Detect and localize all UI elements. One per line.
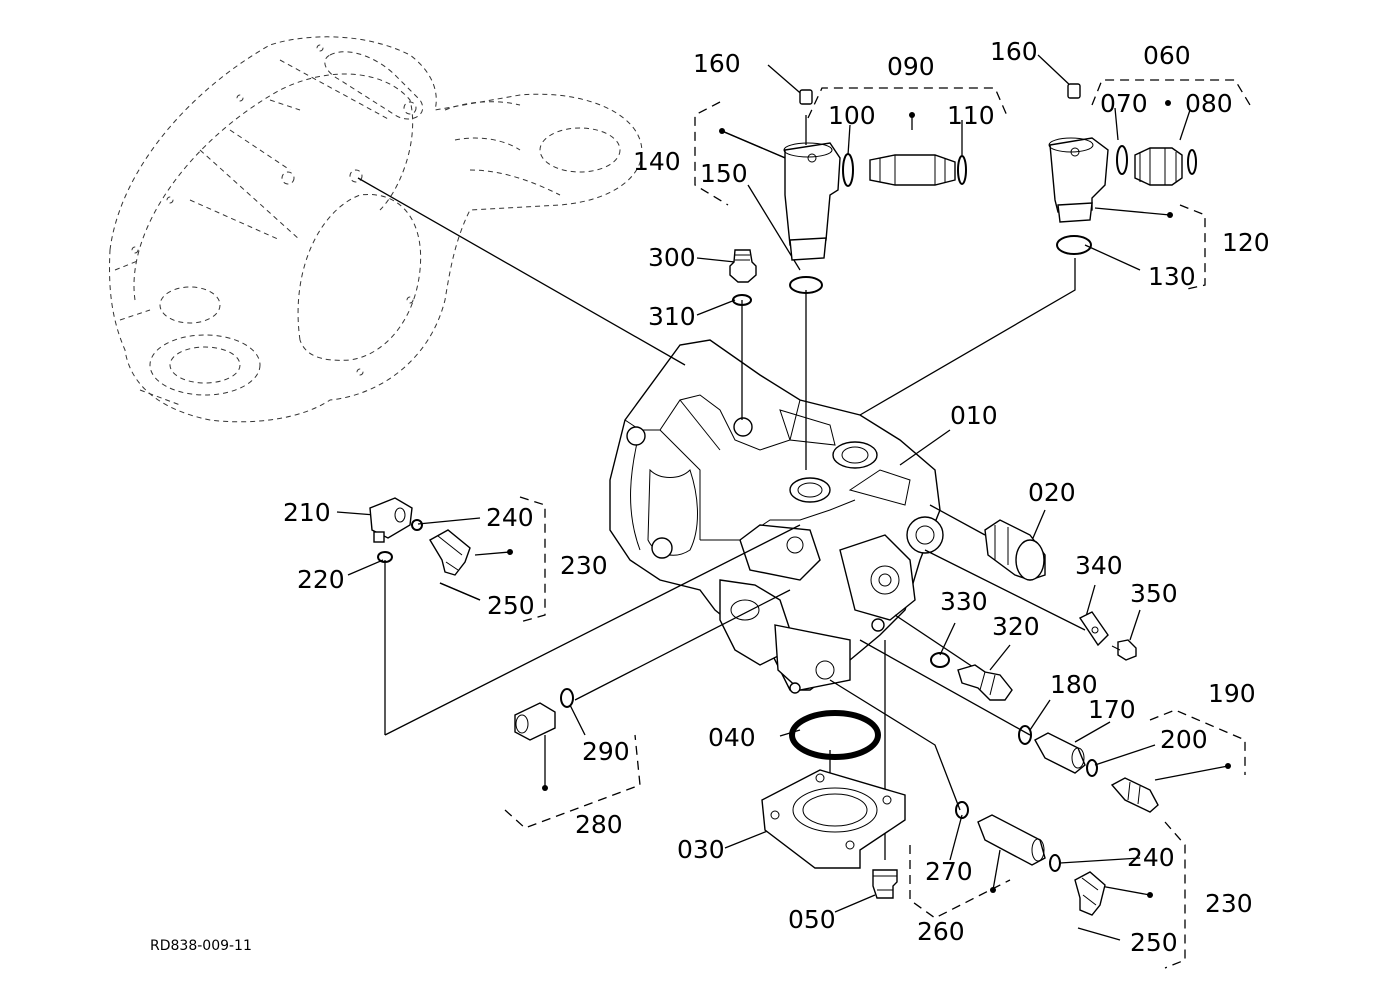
valve-260 xyxy=(977,814,1046,893)
oring-330 xyxy=(930,652,950,668)
screw-160-left xyxy=(799,89,813,105)
oring-290 xyxy=(560,688,574,708)
drawing-code: RD838-009-11 xyxy=(150,938,252,954)
oring-100 xyxy=(842,153,854,187)
callout-250-right: 250 xyxy=(1130,928,1178,957)
callout-230-left: 230 xyxy=(560,551,608,580)
elbow-250-right xyxy=(1074,871,1153,916)
callout-080: 080 xyxy=(1185,89,1233,118)
valve-140 xyxy=(719,128,841,261)
oring-110 xyxy=(957,155,967,185)
fitting-050 xyxy=(872,869,898,899)
callout-270: 270 xyxy=(925,857,973,886)
oring-130 xyxy=(1056,235,1092,255)
oring-150 xyxy=(789,276,823,294)
callout-190: 190 xyxy=(1208,679,1256,708)
callout-040: 040 xyxy=(708,723,756,752)
bracket-340 xyxy=(1078,611,1109,647)
callout-140: 140 xyxy=(633,147,681,176)
oring-240-right xyxy=(1049,854,1061,872)
callout-210: 210 xyxy=(283,498,331,527)
screw-160-right xyxy=(1067,83,1081,99)
callout-160-left: 160 xyxy=(693,49,741,78)
plug-090 xyxy=(869,112,956,186)
plug-020 xyxy=(984,519,1046,581)
callout-250-left: 250 xyxy=(487,591,535,620)
nipple-300 xyxy=(729,249,757,283)
callout-230-right: 230 xyxy=(1205,889,1253,918)
elbow-210 xyxy=(369,497,413,543)
callout-020: 020 xyxy=(1028,478,1076,507)
oring-080 xyxy=(1187,149,1197,175)
callout-labels: 010 020 030 040 050 060 070 080 090 100 … xyxy=(283,37,1270,957)
elbow-250-left xyxy=(429,529,513,576)
fitting-170 xyxy=(1034,732,1086,774)
oring-220 xyxy=(377,551,393,563)
callout-260: 260 xyxy=(917,917,965,946)
callout-180: 180 xyxy=(1050,670,1098,699)
callout-120: 120 xyxy=(1222,228,1270,257)
callout-050: 050 xyxy=(788,905,836,934)
callout-220: 220 xyxy=(297,565,345,594)
callout-330: 330 xyxy=(940,587,988,616)
callout-160-right: 160 xyxy=(990,37,1038,66)
callout-310: 310 xyxy=(648,302,696,331)
callout-130: 130 xyxy=(1148,262,1196,291)
flange-030 xyxy=(761,769,906,869)
oring-240-left xyxy=(411,519,423,531)
callout-110: 110 xyxy=(947,101,995,130)
callout-090: 090 xyxy=(887,52,935,81)
callout-070: 070 xyxy=(1100,89,1148,118)
callout-240-right: 240 xyxy=(1127,843,1175,872)
callout-320: 320 xyxy=(992,612,1040,641)
callout-350: 350 xyxy=(1130,579,1178,608)
oring-200 xyxy=(1086,759,1098,777)
fitting-280 xyxy=(514,702,556,791)
oring-310 xyxy=(732,294,752,306)
callout-300: 300 xyxy=(648,243,696,272)
callout-030: 030 xyxy=(677,835,725,864)
gasket-040 xyxy=(789,710,881,760)
callout-240-left: 240 xyxy=(486,503,534,532)
callout-170: 170 xyxy=(1088,695,1136,724)
fitting-060 xyxy=(1134,100,1183,186)
callout-010: 010 xyxy=(950,401,998,430)
callout-290: 290 xyxy=(582,737,630,766)
oring-070 xyxy=(1116,145,1128,175)
sensor-320 xyxy=(957,664,1013,701)
callout-100: 100 xyxy=(828,101,876,130)
callout-340: 340 xyxy=(1075,551,1123,580)
oring-180 xyxy=(1018,725,1032,745)
callout-060: 060 xyxy=(1143,41,1191,70)
group-brackets xyxy=(504,79,1251,969)
bolt-350 xyxy=(1111,639,1137,661)
valve-120 xyxy=(1048,137,1173,223)
pump-body-010 xyxy=(609,339,944,694)
oring-270 xyxy=(955,801,969,819)
transmission-housing-ghost xyxy=(109,36,643,423)
elbow-190 xyxy=(1110,763,1231,813)
callout-280: 280 xyxy=(575,810,623,839)
callout-150: 150 xyxy=(700,159,748,188)
callout-200: 200 xyxy=(1160,725,1208,754)
